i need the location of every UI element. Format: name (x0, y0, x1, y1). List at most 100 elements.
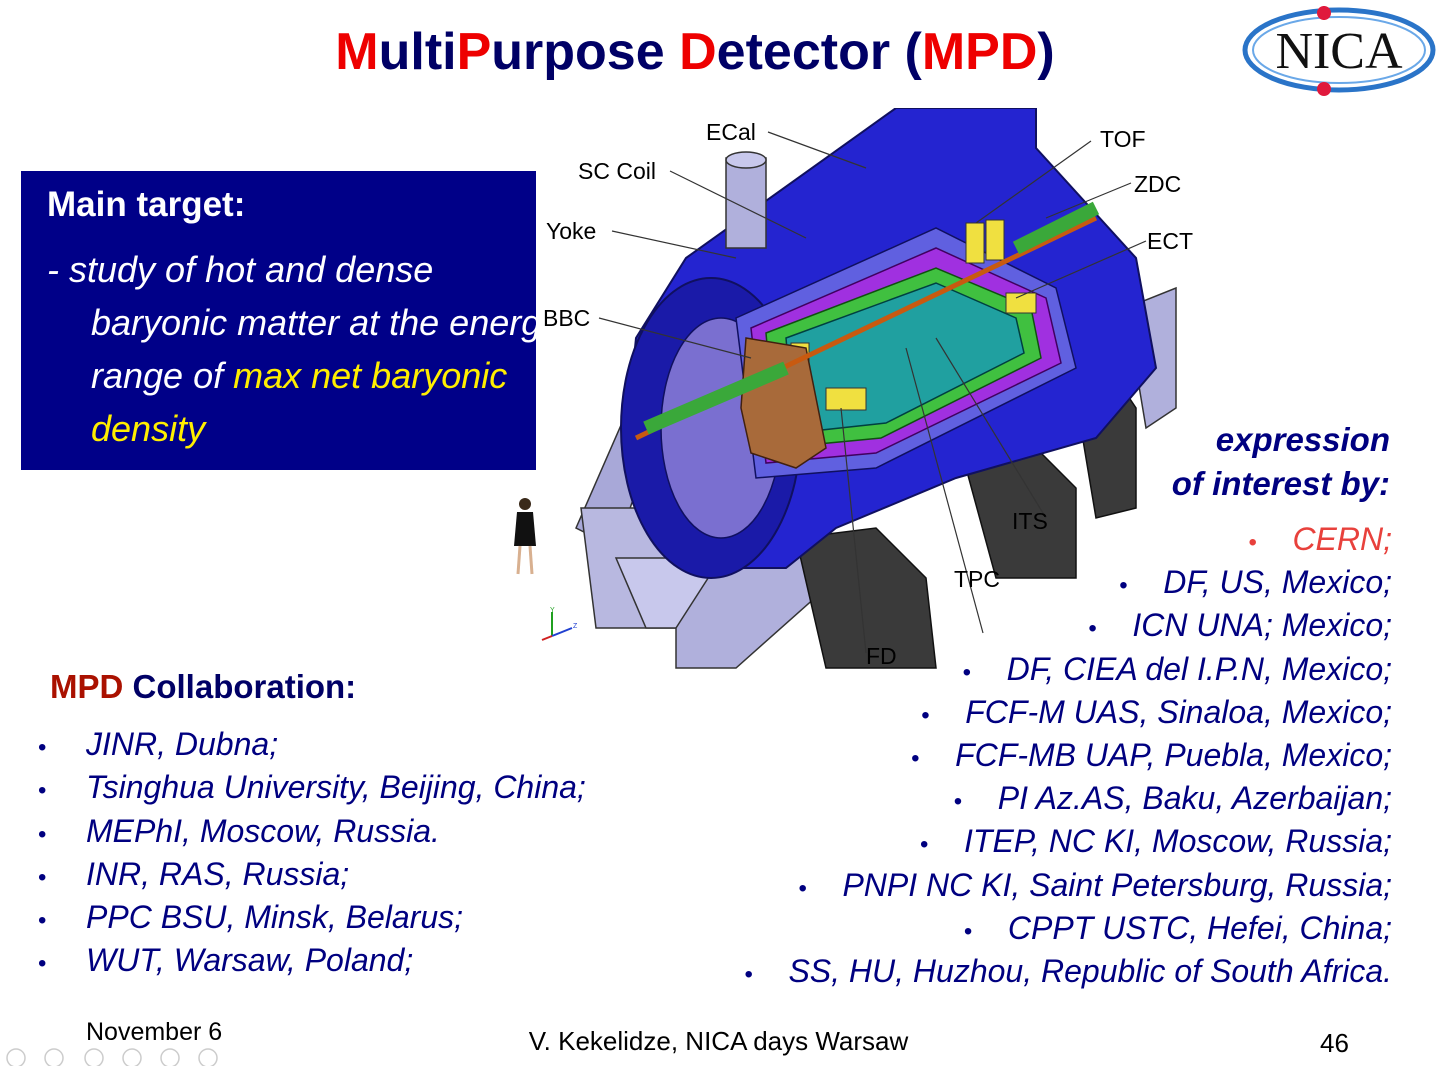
list-item: • DF, US, Mexico; (600, 561, 1392, 604)
list-item-text: WUT, Warsaw, Poland; (86, 942, 414, 979)
main-target-highlight: max net baryonic density (91, 355, 508, 449)
list-item: •PPC BSU, Minsk, Belarus; (38, 896, 586, 939)
axes-icon: Y Z (541, 607, 578, 641)
list-item: •Tsinghua University, Beijing, China; (38, 766, 586, 809)
list-item-text: MEPhI, Moscow, Russia. (86, 812, 440, 849)
zoom-icon[interactable] (160, 1048, 180, 1066)
bullet: • (953, 788, 963, 816)
main-target-box: Main target: - study of hot and dense ba… (21, 171, 559, 470)
bullet: • (744, 960, 753, 988)
slide-title: MultiPurpose Detector (MPD) (0, 22, 1390, 82)
list-item: •ICN UNA; Mexico; (600, 604, 1392, 647)
bullet: • (911, 744, 920, 772)
bullet: • (38, 820, 47, 848)
expression-heading-line: of interest by: (1171, 465, 1390, 502)
page-number: 46 (1320, 1028, 1349, 1058)
logo-text: NICA (1275, 23, 1403, 80)
list-item: •ITEP, NC KI, Moscow, Russia; (600, 820, 1392, 863)
nica-logo-icon: NICA (1242, 6, 1436, 96)
label-yoke: Yoke (546, 218, 596, 244)
leader-line (611, 230, 737, 259)
module-yellow (985, 219, 1005, 261)
stand-front (795, 527, 937, 669)
expression-heading: expression of interest by: (1100, 418, 1390, 506)
list-item-text: FCF-MB UAP, Puebla, Mexico; (955, 736, 1392, 773)
list-item-text: PNPI NC KI, Saint Petersburg, Russia; (842, 866, 1392, 903)
leader-line (669, 170, 807, 239)
title-part: urpose (491, 23, 680, 81)
title-part: P (456, 23, 492, 81)
prev-icon[interactable] (6, 1048, 26, 1066)
bullet: • (1248, 529, 1257, 556)
list-item: • INR, RAS, Russia; (38, 853, 586, 896)
bullet: • (1088, 615, 1097, 643)
expression-heading-line: expression (1215, 421, 1390, 458)
list-item-text: JINR, Dubna; (86, 726, 279, 762)
end-cap (740, 337, 827, 469)
module-yellow (1005, 292, 1037, 314)
leader-line (935, 337, 1047, 519)
label-tof: TOF (1100, 126, 1146, 152)
zdc-front (643, 361, 789, 435)
bullet: • (38, 950, 47, 978)
list-item-text: DF, CIEA del I.P.N, Mexico; (1006, 650, 1392, 687)
module-yellow (825, 387, 867, 411)
bullet: • (38, 734, 47, 761)
list-item: • FCF-M UAS, Sinaloa, Mexico; (600, 691, 1392, 734)
label-fd: FD (866, 643, 897, 669)
leader-line (840, 407, 867, 654)
cryo-chimney-top (725, 151, 767, 169)
title-part: MPD (921, 23, 1038, 81)
zdc-back (1012, 201, 1100, 255)
list-item-text: CERN; (1292, 521, 1392, 557)
list-item: • FCF-MB UAP, Puebla, Mexico; (600, 734, 1392, 777)
list-item-text: CPPT USTC, Hefei, China; (1007, 909, 1392, 946)
bullet: • (921, 701, 930, 729)
slides-icon[interactable] (122, 1048, 142, 1066)
label-tpc: TPC (954, 566, 1000, 592)
bullet: • (962, 658, 972, 686)
leader-line (1015, 240, 1147, 299)
bullet: • (38, 863, 47, 891)
bullet: • (38, 907, 47, 935)
list-item-text: PI Az.AS, Baku, Azerbaijan; (997, 780, 1392, 817)
list-item: • WUT, Warsaw, Poland; (38, 939, 586, 982)
main-target-text: - study of hot and dense baryonic matter… (47, 243, 571, 455)
list-item: • MEPhI, Moscow, Russia. (38, 810, 586, 853)
list-item-text: DF, US, Mexico; (1163, 564, 1392, 601)
list-item-text: FCF-M UAS, Sinaloa, Mexico; (965, 693, 1392, 730)
footer-date: November 6 (86, 1018, 223, 1046)
bullet: • (798, 874, 807, 902)
svg-text:Z: Z (573, 623, 578, 630)
title-part: ) (1037, 23, 1055, 81)
leader-line (975, 140, 1092, 224)
detector-diagram: ECal SC Coil Yoke BBC TOF ZDC ECT ITS TP… (543, 108, 1193, 669)
list-item: • PI Az.AS, Baku, Azerbaijan; (600, 777, 1392, 820)
list-item-text: ITEP, NC KI, Moscow, Russia; (964, 823, 1392, 860)
collaboration-heading-mpd: MPD (50, 668, 124, 705)
list-item-text: INR, RAS, Russia; (86, 855, 350, 892)
list-item: • JINR, Dubna; (38, 723, 586, 766)
slide-nav-icons[interactable] (4, 1046, 234, 1066)
person-icon (514, 498, 536, 575)
title-part: M (335, 23, 379, 81)
more-icon[interactable] (198, 1048, 218, 1066)
module-yellow (965, 222, 985, 264)
title-part: etector ( (716, 23, 922, 81)
bullet: • (38, 777, 47, 805)
collaboration-heading-rest: Collaboration: (123, 668, 357, 705)
list-item: • CPPT USTC, Hefei, China; (600, 907, 1392, 950)
leader-lines (598, 131, 1147, 654)
cryo-chimney (725, 157, 767, 249)
list-item: • DF, CIEA del I.P.N, Mexico; (600, 648, 1392, 691)
leader-line (598, 317, 752, 359)
list-item: •SS, HU, Huzhou, Republic of South Afric… (600, 950, 1392, 993)
bullet: • (1119, 572, 1128, 600)
footer-author: V. Kekelidze, NICA days Warsaw (528, 1026, 909, 1056)
pen-icon[interactable] (84, 1048, 104, 1066)
bullet: • (963, 917, 973, 945)
next-icon[interactable] (44, 1048, 64, 1066)
expression-list: • CERN; • DF, US, Mexico; •ICN UNA; Mexico… (600, 518, 1392, 993)
leader-line (905, 347, 984, 634)
label-zdc: ZDC (1134, 171, 1181, 197)
